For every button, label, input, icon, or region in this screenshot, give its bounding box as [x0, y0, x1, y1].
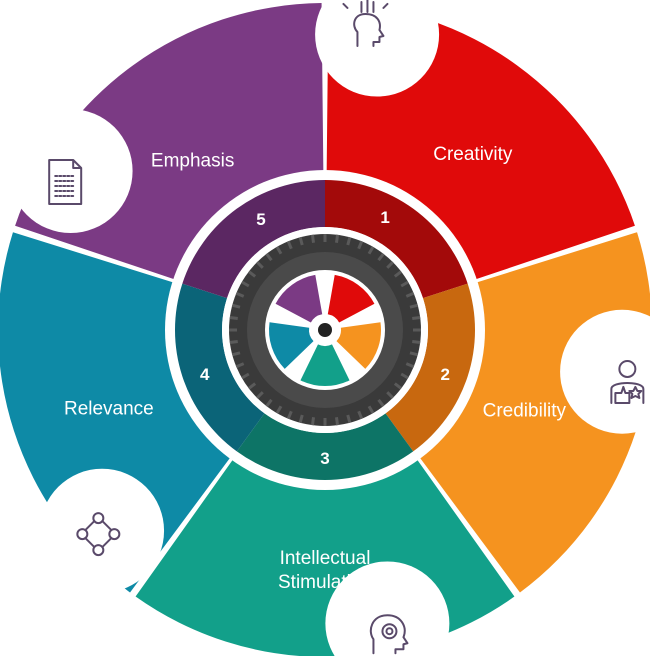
tire-tread — [256, 261, 264, 269]
creative-head-icon — [342, 0, 389, 47]
tire-tread — [235, 362, 245, 369]
tire-tread — [357, 410, 364, 420]
rim-pocket — [327, 274, 375, 323]
tire-tread — [231, 351, 241, 357]
tire-tread — [298, 414, 304, 424]
rim-pocket — [300, 344, 350, 386]
tire-tread — [393, 270, 403, 278]
tire-tread — [409, 303, 419, 309]
segment-number: 4 — [200, 365, 210, 384]
rim-pocket — [336, 322, 382, 369]
gear-head-icon — [369, 614, 409, 655]
tire-tread — [235, 291, 245, 298]
tire-tread — [310, 234, 316, 243]
segment-label: Emphasis — [151, 151, 234, 172]
tire-tread — [346, 414, 352, 424]
tire-tread — [386, 391, 394, 399]
tire-tread — [334, 234, 340, 243]
rim-pocket — [269, 322, 314, 369]
tire-tread — [231, 303, 241, 309]
document-icon — [48, 159, 83, 205]
inner-ring-creativity — [325, 180, 468, 299]
tire-tread — [346, 236, 352, 246]
tire-tread — [241, 372, 250, 380]
icon-notch — [40, 468, 165, 593]
tire-tread — [386, 261, 394, 269]
tire-tread — [393, 382, 403, 390]
inner-ring — [175, 180, 476, 480]
tire-tread — [400, 372, 409, 380]
hub-cap — [318, 323, 332, 337]
thumbs-up-person-icon — [610, 359, 645, 404]
tire-tread — [377, 398, 385, 408]
icon-notch — [325, 561, 450, 656]
tire-tread — [247, 382, 257, 390]
connected-circles-icon — [76, 512, 121, 557]
tire-tread — [265, 398, 273, 408]
inner-ring-relevance — [175, 283, 265, 452]
tire-tread — [229, 315, 238, 321]
tire — [229, 234, 421, 426]
tire-tread — [298, 236, 304, 246]
icon-notch — [8, 109, 133, 234]
segment-number: 2 — [441, 365, 450, 384]
inner-ring-emphasis — [182, 180, 325, 299]
tire-tread — [405, 362, 415, 369]
tire-tread — [229, 339, 238, 345]
tire-tread — [400, 280, 409, 288]
tire-tread — [367, 405, 375, 414]
tire-tread — [286, 410, 293, 420]
icon-notches — [8, 0, 650, 656]
tire-tread — [286, 240, 293, 250]
tire-tread — [247, 270, 257, 278]
tire-tread — [310, 417, 316, 426]
icon-notch — [315, 0, 440, 97]
segment-label: Credibility — [483, 401, 567, 422]
segment-label: Creativity — [433, 144, 513, 165]
rim-pocket — [275, 274, 323, 323]
tire-tread — [409, 351, 419, 357]
tire-tread — [334, 417, 340, 426]
tire-tread — [357, 240, 364, 250]
segment-number: 5 — [256, 210, 265, 229]
tire-tread — [265, 252, 273, 262]
segment-number: 3 — [320, 449, 329, 468]
tire-tread — [377, 252, 385, 262]
inner-ring-intellectual-stimulation — [236, 413, 414, 480]
tire-tread — [405, 291, 415, 298]
segment-label: Relevance — [64, 399, 154, 420]
tire-tread — [256, 391, 264, 399]
tire-tread — [412, 339, 421, 345]
inner-ring-credibility — [385, 283, 476, 452]
tire-tread — [412, 315, 421, 321]
segment-number: 1 — [380, 208, 389, 227]
tire-tread — [275, 405, 283, 414]
tire-tread — [241, 280, 250, 288]
tire-tread — [275, 246, 283, 255]
icons — [48, 0, 645, 655]
tire-tread — [367, 246, 375, 255]
